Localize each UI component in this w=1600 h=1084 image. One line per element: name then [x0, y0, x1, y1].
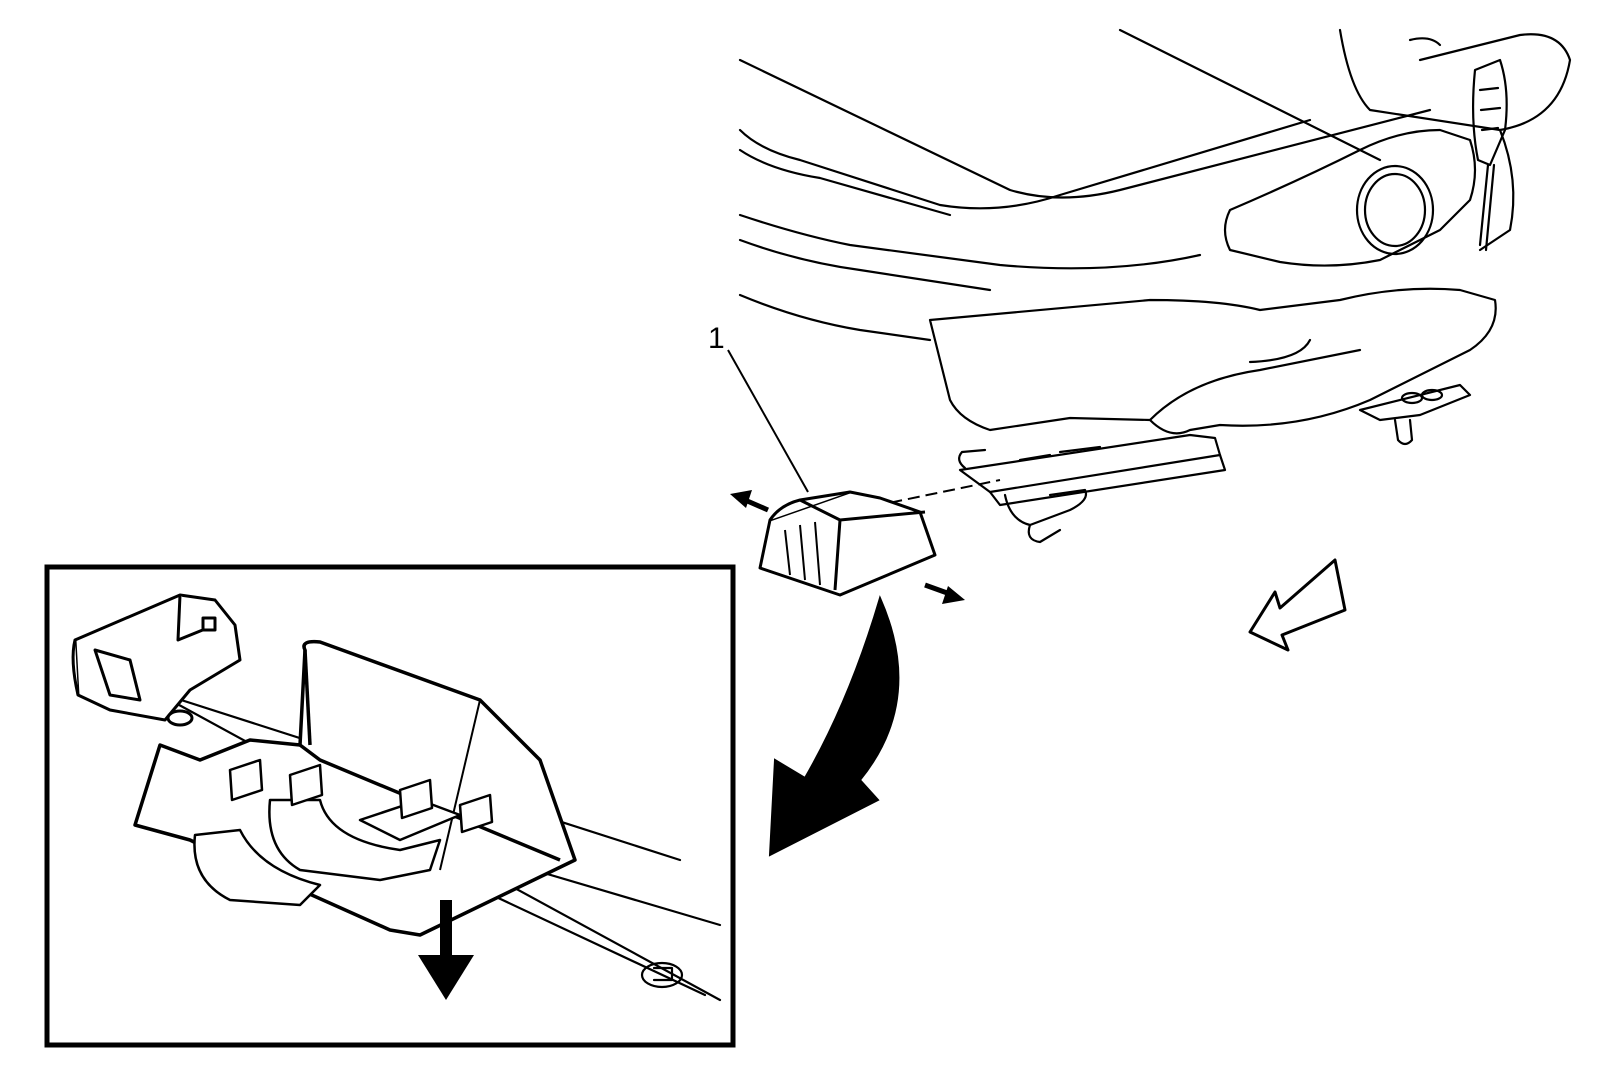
- forward-direction-arrow: [1248, 558, 1347, 652]
- release-arrow-left: [730, 490, 769, 513]
- track-end-cover: [758, 490, 937, 597]
- track-end-bracket: [71, 593, 242, 727]
- detail-view-curved-arrow: [768, 595, 900, 857]
- seat-assembly: [738, 28, 1572, 544]
- callout-1-label: 1: [708, 322, 725, 355]
- detail-inset: [44, 564, 736, 1048]
- inset-removal-arrow: [418, 900, 474, 1000]
- callout-1-leader: [727, 349, 809, 493]
- release-arrow-right: [924, 582, 965, 604]
- inset-latch-tabs: [193, 758, 494, 907]
